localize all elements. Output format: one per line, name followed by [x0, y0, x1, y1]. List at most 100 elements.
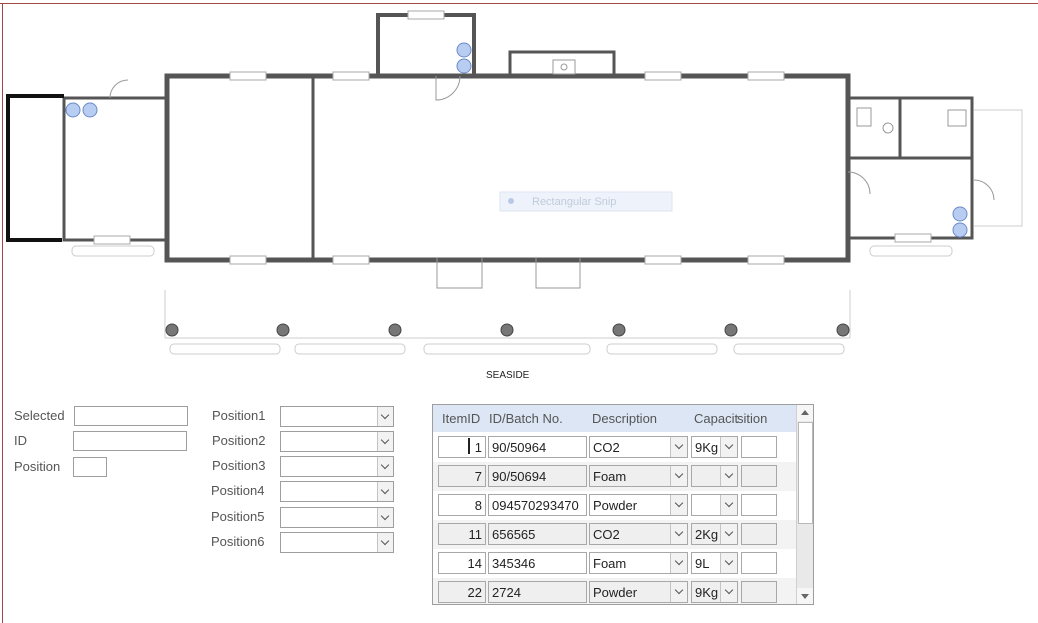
- position3-combo[interactable]: [280, 456, 394, 477]
- batch-cell[interactable]: 094570293470: [488, 494, 587, 516]
- table-row[interactable]: 1 90/50964 CO2 9Kg: [433, 433, 797, 462]
- table-row[interactable]: 22 2724 Powder 9Kg: [433, 578, 797, 604]
- window-top-border: [0, 3, 1038, 4]
- description-combo[interactable]: Foam: [589, 465, 688, 487]
- id-field[interactable]: [73, 431, 187, 451]
- batch-cell[interactable]: 2724: [488, 581, 587, 603]
- scroll-thumb[interactable]: [798, 422, 813, 524]
- position-cell[interactable]: [741, 465, 777, 487]
- description-value: CO2: [593, 440, 620, 455]
- header-position[interactable]: sition: [737, 411, 768, 426]
- description-combo[interactable]: CO2: [589, 523, 688, 545]
- position6-label: Position6: [211, 534, 265, 549]
- extinguisher-marker[interactable]: [952, 206, 968, 222]
- description-combo[interactable]: Powder: [589, 494, 688, 516]
- chevron-down-icon[interactable]: [670, 524, 687, 544]
- description-value: Powder: [593, 498, 638, 513]
- capacity-value: 9L: [695, 556, 710, 571]
- table-row[interactable]: 8 094570293470 Powder: [433, 491, 797, 520]
- table-row[interactable]: 7 90/50694 Foam: [433, 462, 797, 491]
- text-cursor: [468, 438, 470, 454]
- extinguisher-marker[interactable]: [82, 102, 98, 118]
- header-capacity[interactable]: Capacit: [694, 411, 739, 426]
- extinguisher-marker[interactable]: [952, 222, 968, 238]
- window-left-border: [2, 3, 3, 623]
- vertical-scrollbar[interactable]: [796, 405, 813, 604]
- position5-combo[interactable]: [280, 507, 394, 528]
- position-field[interactable]: [73, 457, 107, 477]
- chevron-down-icon[interactable]: [670, 495, 687, 515]
- capacity-combo[interactable]: [691, 494, 738, 516]
- header-batch[interactable]: ID/Batch No.: [489, 411, 563, 426]
- extinguisher-marker[interactable]: [456, 42, 472, 58]
- extinguisher-marker[interactable]: [456, 58, 472, 74]
- chevron-down-icon[interactable]: [670, 437, 687, 457]
- header-description[interactable]: Description: [592, 411, 658, 426]
- position3-label: Position3: [212, 458, 266, 473]
- scroll-down-icon[interactable]: [797, 588, 813, 604]
- chevron-down-icon[interactable]: [720, 524, 737, 544]
- chevron-down-icon[interactable]: [377, 407, 393, 426]
- chevron-down-icon[interactable]: [377, 482, 393, 501]
- position-cell[interactable]: [741, 494, 777, 516]
- capacity-combo[interactable]: 9Kg: [691, 436, 738, 458]
- batch-cell[interactable]: 90/50964: [488, 436, 587, 458]
- chevron-down-icon[interactable]: [377, 533, 393, 552]
- description-value: Foam: [593, 469, 627, 484]
- item-id-cell[interactable]: 22: [438, 581, 486, 603]
- description-value: CO2: [593, 527, 620, 542]
- description-combo[interactable]: Foam: [589, 552, 688, 574]
- left-room-wall: [62, 96, 167, 242]
- far-left-room-wall: [6, 94, 64, 242]
- chevron-down-icon[interactable]: [377, 432, 393, 451]
- position-cell[interactable]: [741, 523, 777, 545]
- batch-cell[interactable]: 345346: [488, 552, 587, 574]
- item-id-cell[interactable]: 1: [438, 436, 486, 458]
- pillars: [165, 323, 850, 337]
- position6-combo[interactable]: [280, 532, 394, 553]
- chevron-down-icon[interactable]: [670, 553, 687, 573]
- chevron-down-icon[interactable]: [670, 582, 687, 602]
- capacity-value: 9Kg: [695, 440, 719, 455]
- table-header: ItemID ID/Batch No. Description Capacit …: [433, 405, 797, 432]
- position4-combo[interactable]: [280, 481, 394, 502]
- capacity-combo[interactable]: [691, 465, 738, 487]
- extinguisher-marker[interactable]: [65, 102, 81, 118]
- chevron-down-icon[interactable]: [377, 457, 393, 476]
- batch-cell[interactable]: 90/50694: [488, 465, 587, 487]
- header-itemid[interactable]: ItemID: [442, 411, 481, 426]
- description-combo[interactable]: Powder: [589, 581, 688, 603]
- chevron-down-icon[interactable]: [377, 508, 393, 527]
- position4-label: Position4: [211, 483, 265, 498]
- position-label: Position: [14, 459, 61, 474]
- position1-combo[interactable]: [280, 406, 394, 427]
- chevron-down-icon[interactable]: [720, 553, 737, 573]
- position-cell[interactable]: [741, 436, 777, 458]
- items-table[interactable]: ItemID ID/Batch No. Description Capacit …: [432, 404, 814, 605]
- capacity-combo[interactable]: 9L: [691, 552, 738, 574]
- position-cell[interactable]: [741, 581, 777, 603]
- id-label: ID: [14, 433, 27, 448]
- item-id-cell[interactable]: 7: [438, 465, 486, 487]
- table-row[interactable]: 11 656565 CO2 2Kg: [433, 520, 797, 549]
- batch-cell[interactable]: 656565: [488, 523, 587, 545]
- position2-combo[interactable]: [280, 431, 394, 452]
- chevron-down-icon[interactable]: [670, 466, 687, 486]
- chevron-down-icon[interactable]: [720, 437, 737, 457]
- capacity-combo[interactable]: 2Kg: [691, 523, 738, 545]
- item-id-cell[interactable]: 14: [438, 552, 486, 574]
- chevron-down-icon[interactable]: [720, 495, 737, 515]
- item-id-cell[interactable]: 8: [438, 494, 486, 516]
- item-id-cell[interactable]: 11: [438, 523, 486, 545]
- scroll-up-icon[interactable]: [797, 405, 813, 421]
- position-cell[interactable]: [741, 552, 777, 574]
- description-value: Foam: [593, 556, 627, 571]
- selected-field[interactable]: [74, 406, 188, 426]
- position1-label: Position1: [212, 408, 266, 423]
- capacity-combo[interactable]: 9Kg: [691, 581, 738, 603]
- chevron-down-icon[interactable]: [720, 466, 737, 486]
- table-row[interactable]: 14 345346 Foam 9L: [433, 549, 797, 578]
- chevron-down-icon[interactable]: [720, 582, 737, 602]
- description-value: Powder: [593, 585, 638, 600]
- description-combo[interactable]: CO2: [589, 436, 688, 458]
